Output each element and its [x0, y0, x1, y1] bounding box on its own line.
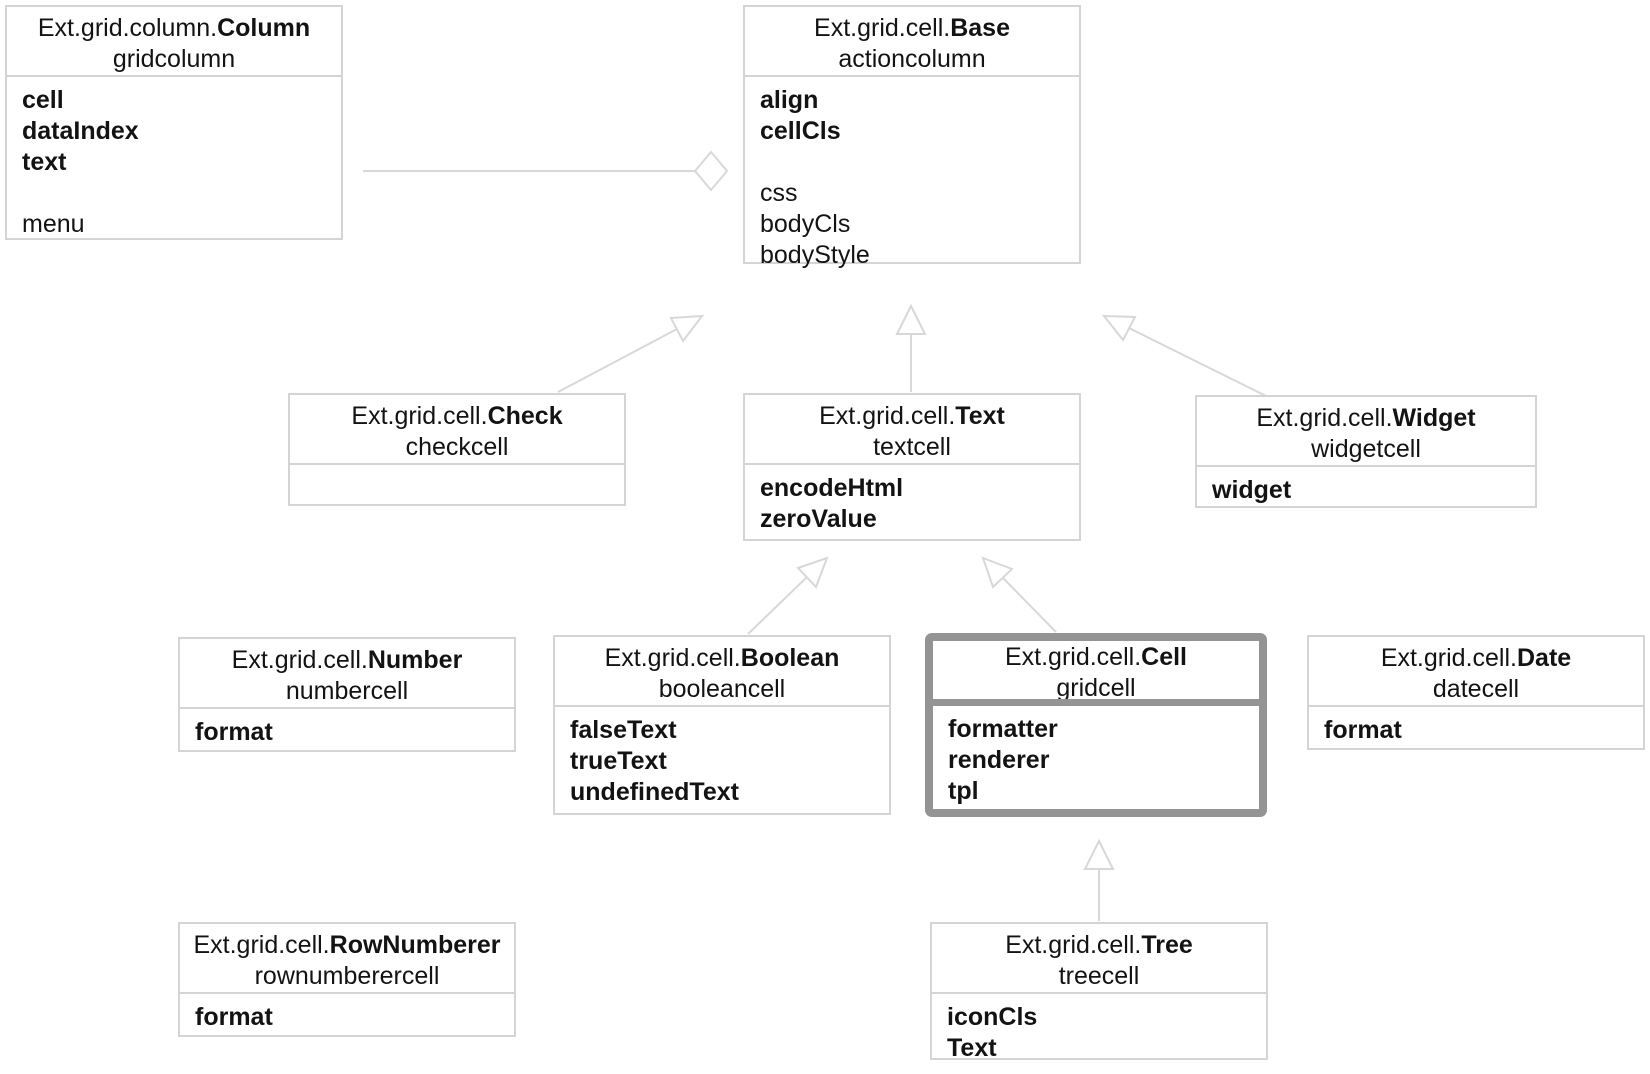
member-link[interactable]: format: [1324, 716, 1402, 744]
class-box-members: iconCls Text: [932, 994, 1266, 1064]
member-link[interactable]: formatter: [948, 715, 1058, 743]
member-link[interactable]: cellCls: [760, 117, 841, 145]
class-box-widget[interactable]: Ext.grid.cell.Widget widgetcell widget: [1195, 395, 1537, 508]
class-alias: actioncolumn: [838, 45, 986, 73]
class-name: Ext.grid.column.Column: [37, 14, 311, 42]
class-box-cell-selected[interactable]: Ext.grid.cell.Cell gridcell formatter re…: [925, 633, 1267, 817]
inheritance-arrow-icon: [1101, 314, 1137, 342]
member-link[interactable]: undefinedText: [570, 778, 739, 806]
class-box-number[interactable]: Ext.grid.cell.Number numbercell format: [178, 637, 516, 752]
aggregation-diamond-icon: [693, 150, 729, 192]
class-box-title: Ext.grid.cell.Tree treecell: [932, 924, 1266, 994]
member-link[interactable]: text: [22, 148, 67, 176]
class-alias: datecell: [1432, 675, 1520, 703]
class-box-date[interactable]: Ext.grid.cell.Date datecell format: [1307, 635, 1645, 750]
class-box-column[interactable]: Ext.grid.column.Column gridcolumn cell d…: [5, 5, 343, 240]
member-link[interactable]: encodeHtml: [760, 474, 904, 502]
member-link[interactable]: trueText: [570, 747, 667, 775]
class-box-tree[interactable]: Ext.grid.cell.Tree treecell iconCls Text: [930, 922, 1268, 1062]
class-box-members: align cellCls css bodyCls bodyStyle: [745, 77, 1079, 271]
class-box-members: encodeHtml zeroValue: [745, 465, 1079, 535]
class-name: Ext.grid.cell.Text: [819, 402, 1005, 430]
class-box-title: Ext.grid.column.Column gridcolumn: [7, 7, 341, 77]
class-box-title: Ext.grid.cell.Check checkcell: [290, 395, 624, 465]
member-link[interactable]: format: [195, 1003, 273, 1031]
class-name: Ext.grid.cell.Boolean: [604, 644, 840, 672]
class-alias: booleancell: [658, 675, 786, 703]
class-box-base[interactable]: Ext.grid.cell.Base actioncolumn align ce…: [743, 5, 1081, 269]
class-alias: rownumberercell: [254, 962, 440, 990]
class-alias: numbercell: [285, 677, 409, 705]
relationship-line-cell-text: [1002, 577, 1057, 633]
class-box-check[interactable]: Ext.grid.cell.Check checkcell: [288, 393, 626, 506]
class-box-boolean[interactable]: Ext.grid.cell.Boolean booleancell falseT…: [553, 635, 891, 815]
class-box-members: falseText trueText undefinedText: [555, 707, 889, 808]
class-name: Ext.grid.cell.Check: [351, 402, 563, 430]
class-box-title: Ext.grid.cell.RowNumberer rownumberercel…: [180, 924, 514, 994]
class-box-title: Ext.grid.cell.Number numbercell: [180, 639, 514, 709]
relationship-line-boolean-text: [747, 576, 808, 635]
class-box-rownumberer[interactable]: Ext.grid.cell.RowNumberer rownumberercel…: [178, 922, 516, 1037]
member-link[interactable]: dataIndex: [22, 117, 139, 145]
class-box-title: Ext.grid.cell.Boolean booleancell: [555, 637, 889, 707]
class-name: Ext.grid.cell.Date: [1380, 644, 1572, 672]
inheritance-arrow-icon: [1083, 838, 1115, 870]
member-link[interactable]: Text: [947, 1034, 997, 1062]
member-link[interactable]: renderer: [948, 746, 1050, 774]
class-box-members: format: [180, 709, 514, 748]
member-link[interactable]: zeroValue: [760, 505, 877, 533]
class-box-title: Ext.grid.cell.Date datecell: [1309, 637, 1643, 707]
class-name: Ext.grid.cell.Number: [231, 646, 463, 674]
member-link[interactable]: falseText: [570, 716, 677, 744]
class-name: Ext.grid.cell.Tree: [1005, 931, 1193, 959]
inheritance-arrow-icon: [796, 556, 829, 589]
class-box-text[interactable]: Ext.grid.cell.Text textcell encodeHtml z…: [743, 393, 1081, 541]
relationship-line-widget-base: [1128, 327, 1267, 397]
member-gap: [22, 178, 326, 209]
class-box-title: Ext.grid.cell.Base actioncolumn: [745, 7, 1079, 77]
inheritance-arrow-icon: [981, 556, 1014, 589]
member-link[interactable]: align: [760, 86, 819, 114]
member-link[interactable]: iconCls: [947, 1003, 1038, 1031]
member-link[interactable]: bodyCls: [760, 210, 851, 238]
class-box-title: Ext.grid.cell.Text textcell: [745, 395, 1079, 465]
class-name: Ext.grid.cell.Base: [814, 14, 1010, 42]
class-alias: widgetcell: [1311, 435, 1421, 463]
member-link[interactable]: widget: [1212, 476, 1292, 504]
class-box-members: format: [1309, 707, 1643, 746]
inheritance-arrow-icon: [669, 314, 705, 343]
class-alias: checkcell: [405, 433, 509, 461]
member-link[interactable]: css: [760, 179, 798, 207]
class-box-members: widget: [1197, 467, 1535, 506]
member-link[interactable]: cell: [22, 86, 64, 114]
class-box-members: formatter renderer tpl: [933, 706, 1259, 807]
inheritance-arrow-icon: [895, 303, 927, 335]
class-name: Ext.grid.cell.RowNumberer: [193, 931, 501, 959]
class-box-title: Ext.grid.cell.Cell gridcell: [933, 641, 1259, 706]
member-link[interactable]: menu: [22, 210, 85, 238]
class-name: Ext.grid.cell.Widget: [1256, 404, 1476, 432]
class-alias: textcell: [873, 433, 951, 461]
member-link[interactable]: bodyStyle: [760, 241, 870, 269]
class-box-members: [290, 465, 624, 473]
class-name: Ext.grid.cell.Cell: [1004, 643, 1188, 671]
class-box-members: format: [180, 994, 514, 1033]
relationship-line-check-base: [557, 328, 678, 393]
class-alias: treecell: [1058, 962, 1140, 990]
class-box-title: Ext.grid.cell.Widget widgetcell: [1197, 397, 1535, 467]
member-link[interactable]: format: [195, 718, 273, 746]
member-gap: [760, 147, 1064, 178]
class-alias: gridcell: [1056, 674, 1136, 702]
class-box-members: cell dataIndex text menu: [7, 77, 341, 240]
class-alias: gridcolumn: [112, 45, 236, 73]
member-link[interactable]: tpl: [948, 777, 979, 805]
